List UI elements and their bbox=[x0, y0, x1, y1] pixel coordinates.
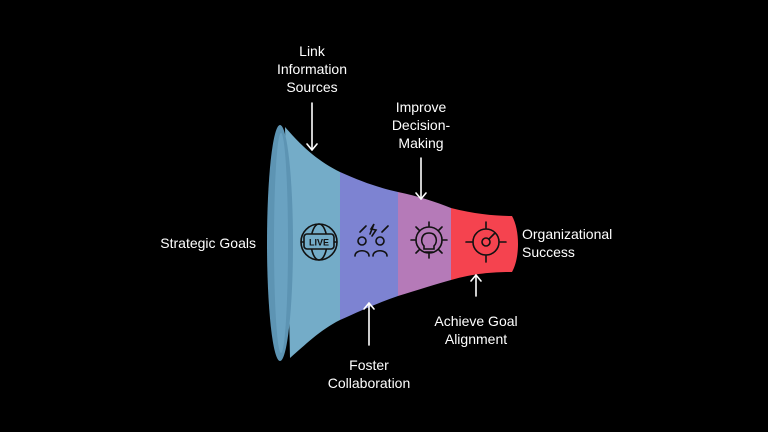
lightbulb-gear-icon bbox=[410, 221, 448, 259]
label-achieve-goal-alignment: Achieve Goal Alignment bbox=[434, 313, 518, 347]
globe-live-icon: LIVE bbox=[300, 223, 338, 261]
funnel-mouth-inner bbox=[274, 133, 288, 353]
funnel-stage-3 bbox=[398, 192, 451, 296]
target-dial-icon bbox=[465, 221, 507, 263]
label-foster-collaboration: Foster Collaboration bbox=[327, 357, 411, 391]
arrow-stage-1 bbox=[306, 102, 318, 151]
arrow-stage-4 bbox=[470, 274, 482, 297]
label-improve-decision-making: Improve Decision- Making bbox=[391, 99, 451, 151]
live-badge-text: LIVE bbox=[309, 238, 329, 248]
arrow-stage-3 bbox=[415, 157, 427, 200]
label-strategic-goals: Strategic Goals bbox=[160, 235, 256, 251]
funnel-stage-2 bbox=[340, 172, 398, 320]
label-organizational-success: Organizational Success bbox=[522, 226, 613, 260]
people-collaboration-icon bbox=[354, 223, 389, 257]
arrow-stage-2 bbox=[363, 302, 375, 346]
label-link-information-sources: Link Information Sources bbox=[276, 43, 348, 95]
funnel-stage-4 bbox=[451, 208, 518, 280]
arrows bbox=[306, 102, 482, 346]
